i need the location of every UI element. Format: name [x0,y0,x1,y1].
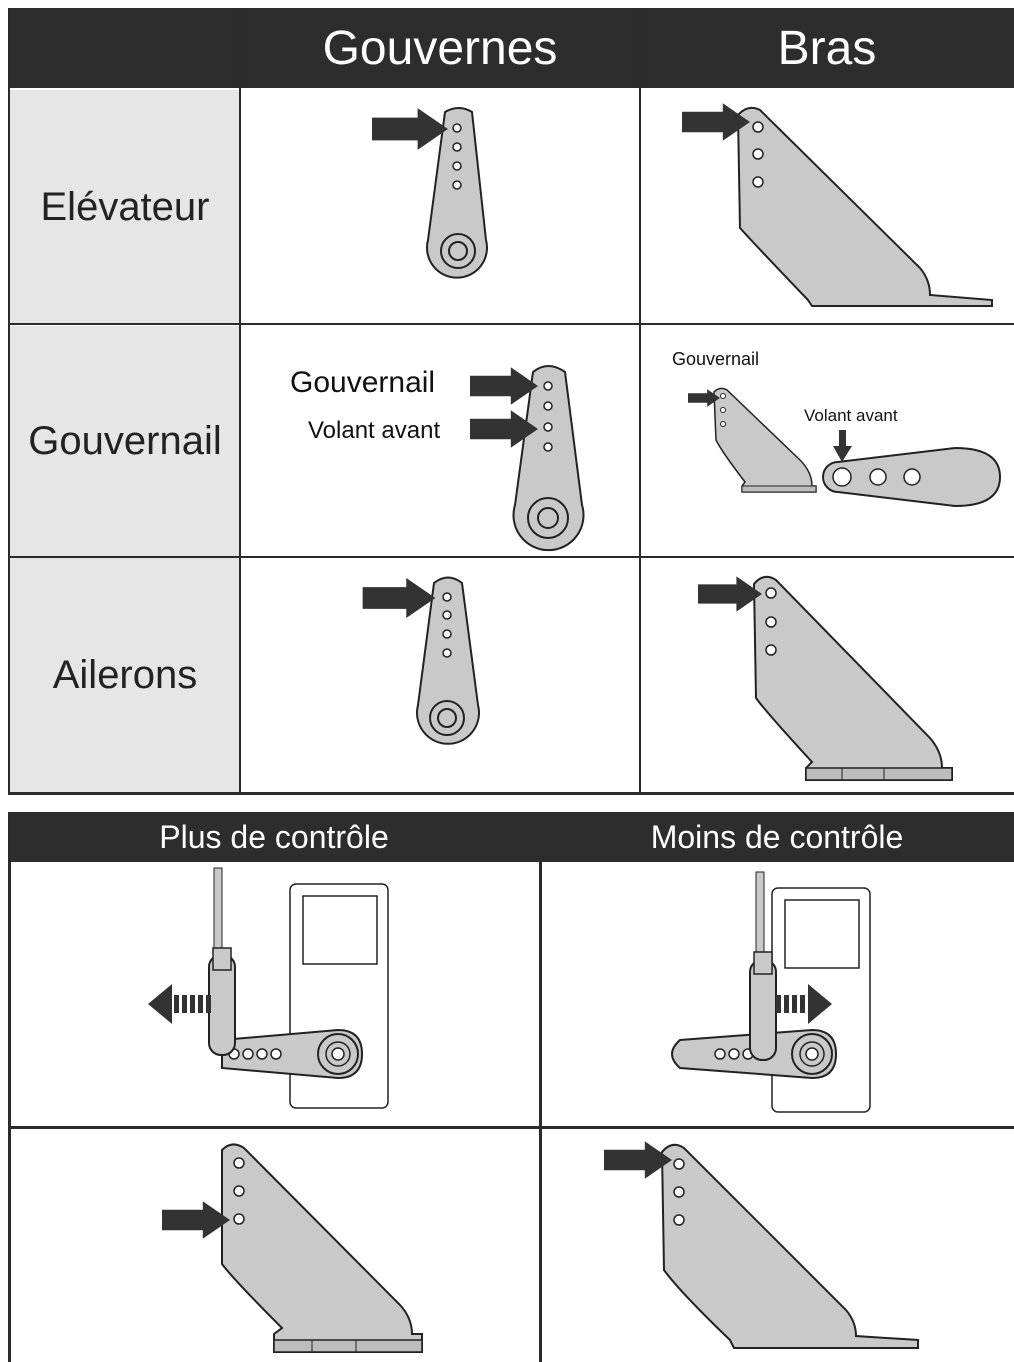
table2-left-border [8,812,11,1362]
header-plus-text: Plus de contrôle [159,818,389,855]
bras-label-gouvernail: Gouvernail [672,349,760,369]
row-label-elevateur: Elévateur [10,90,240,324]
aileron-horn-arrow-icon [362,578,436,618]
table1-divider-2 [639,8,641,794]
move-right-dashed-arrow-icon [776,984,832,1024]
row-label-ailerons: Ailerons [10,558,240,792]
table1-bottom-line [8,792,1014,795]
table2-header-plus: Plus de contrôle [8,812,540,862]
horn-label-volant: Volant avant [308,417,441,444]
elevator-horn [426,107,488,279]
aileron-bras [752,575,953,781]
aileron-bras-arrow-icon [698,576,762,612]
rudder-horn [512,365,585,552]
table2-divider [539,862,542,1362]
row-label-elevateur-text: Elévateur [40,184,210,229]
table2-row-line [8,1126,1014,1129]
elevator-horn-arrow-icon [372,108,448,150]
move-left-dashed-arrow-icon [148,984,211,1024]
table1-row-line-1 [8,323,1014,325]
bras-plus-control [221,1143,423,1353]
bras-label-volant: Volant avant [804,406,898,425]
table1-header-bras: Bras [640,8,1014,88]
table1-left-border [8,8,10,794]
servo-plus-control [208,867,389,1109]
row-label-gouvernail-text: Gouvernail [28,418,222,463]
bras-plus-arrow-icon [162,1201,230,1239]
header-gouvernes-text: Gouvernes [322,21,558,75]
header-moins-text: Moins de contrôle [642,812,912,862]
table2-header-moins: Moins de contrôle [540,812,1014,862]
table1-row-line-2 [8,556,1014,558]
elevator-bras [736,106,993,307]
row-label-ailerons-text: Ailerons [52,652,198,697]
table1-header-gouvernes: Gouvernes [240,8,640,88]
rudder-bras [713,387,817,493]
table1-divider-1 [239,8,241,794]
header-bras-text: Bras [777,21,877,75]
row-label-gouvernail: Gouvernail [10,326,240,556]
horn-label-gouvernail: Gouvernail [290,366,436,399]
servo-moins-control [671,871,871,1113]
nose-steering-arm [822,446,1002,508]
rudder-horn-arrow-1-icon [470,367,538,405]
bras-moins-control [660,1143,919,1349]
nose-steering-arrow-down-icon [833,430,852,462]
aileron-horn [416,576,480,745]
table1-corner [8,8,240,88]
